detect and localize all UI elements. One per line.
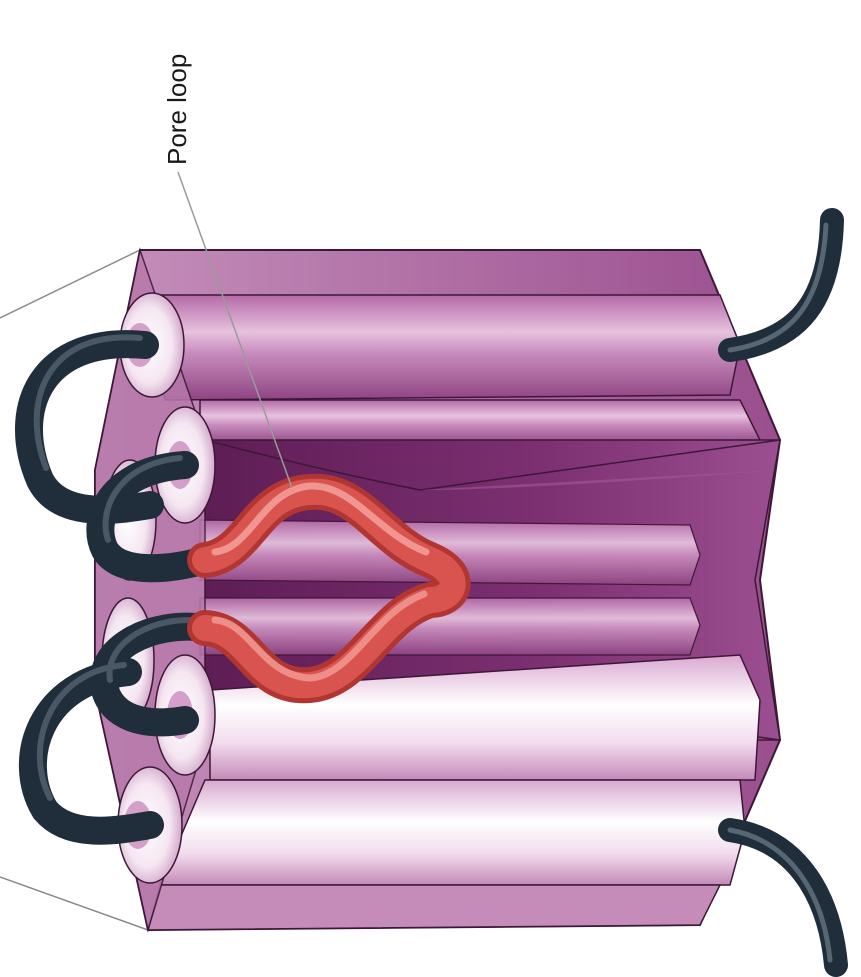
outline-leader-line-bottom	[0, 877, 148, 930]
outline-leader-line-top	[0, 250, 140, 318]
pore-loop-label: Pore loop	[162, 54, 192, 165]
